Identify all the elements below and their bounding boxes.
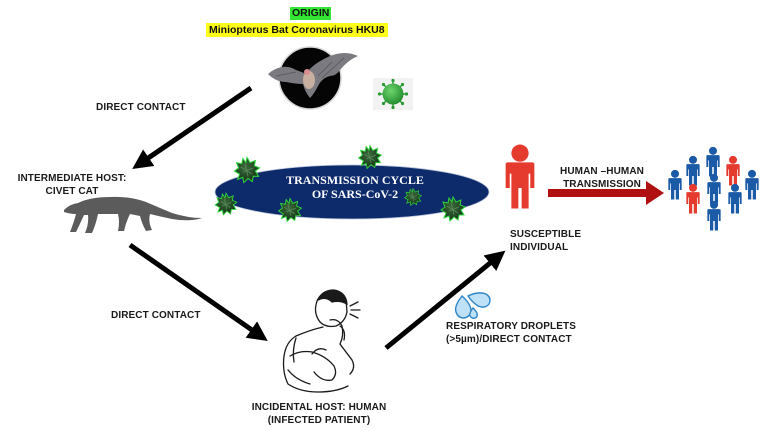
- droplets-line-1: RESPIRATORY DROPLETS: [446, 321, 576, 332]
- center-title-line-2: OF SARS-CoV-2: [311, 187, 399, 201]
- human-human-line-2: TRANSMISSION: [563, 179, 641, 190]
- droplets-line-2: (>5µm)/DIRECT CONTACT: [446, 334, 572, 345]
- center-title-line-1: TRANSMISSION CYCLE: [286, 173, 424, 187]
- water-droplets-icon: [454, 292, 491, 319]
- coronavirus-icon: [373, 78, 413, 110]
- susceptible-label: SUSCEPTIBLE INDIVIDUAL: [510, 228, 581, 254]
- coughing-man-icon: [282, 289, 361, 393]
- incidental-host-label: INCIDENTAL HOST: HUMAN (INFECTED PATIENT…: [236, 401, 402, 427]
- intermediate-host-line-2: CIVET CAT: [45, 186, 99, 197]
- human-human-line-1: HUMAN –HUMAN: [560, 166, 644, 177]
- susceptible-person-icon: [505, 144, 535, 209]
- intermediate-host-label: INTERMEDIATE HOST: CIVET CAT: [6, 172, 138, 198]
- arrow-civet-to-human: [128, 242, 268, 342]
- center-title: TRANSMISSION CYCLE OF SARS-CoV-2: [270, 173, 440, 201]
- population-person-icon: [668, 169, 682, 200]
- susceptible-line-1: SUSCEPTIBLE: [510, 229, 582, 240]
- origin-title: ORIGIN: [290, 7, 332, 20]
- civet-cat-icon: [64, 196, 202, 233]
- population-person-icon: [707, 200, 721, 231]
- intermediate-host-line-1: INTERMEDIATE HOST:: [17, 173, 127, 184]
- population-person-icon: [726, 155, 740, 186]
- population-person-icon: [707, 173, 721, 204]
- population-person-icon: [686, 183, 700, 214]
- arrow-human-to-susceptible: [384, 250, 506, 350]
- population-person-icon: [728, 183, 742, 214]
- droplets-label: RESPIRATORY DROPLETS (>5µm)/DIRECT CONTA…: [446, 320, 576, 346]
- bat-icon: [268, 46, 358, 110]
- population-group: [668, 146, 759, 231]
- population-person-icon: [706, 146, 720, 177]
- origin-subtitle: Miniopterus Bat Coronavirus HKU8: [206, 23, 388, 37]
- arrow-origin-to-civet: [132, 85, 253, 169]
- susceptible-line-2: INDIVIDUAL: [510, 242, 569, 253]
- edge-label-civet-to-human: DIRECT CONTACT: [111, 310, 201, 321]
- edge-label-origin-to-civet: DIRECT CONTACT: [96, 102, 186, 113]
- population-person-icon: [745, 169, 759, 200]
- spiky-virus-icon: [358, 145, 382, 169]
- human-human-label: HUMAN –HUMAN TRANSMISSION: [548, 165, 656, 191]
- incidental-host-line-2: (INFECTED PATIENT): [267, 415, 371, 426]
- incidental-host-line-1: INCIDENTAL HOST: HUMAN: [251, 402, 387, 413]
- arrow-human-to-human: [548, 181, 664, 205]
- population-person-icon: [686, 155, 700, 186]
